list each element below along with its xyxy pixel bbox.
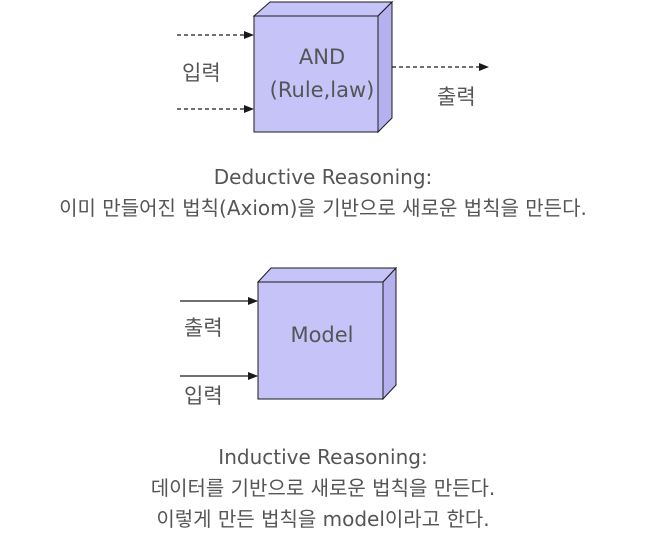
deductive-box-label-line2: (Rule,law) xyxy=(269,78,375,102)
inductive-caption-line1: 데이터를 기반으로 새로운 법칙을 만든다. xyxy=(150,476,496,500)
deductive-box-top-face xyxy=(252,1,394,17)
inductive-box-label: Model xyxy=(290,323,354,347)
inductive-caption-title: Inductive Reasoning: xyxy=(218,445,428,469)
deductive-caption-title: Deductive Reasoning: xyxy=(213,165,433,189)
deductive-box-front-face xyxy=(253,15,379,133)
inductive-input-label: 입력 xyxy=(184,384,223,408)
inductive-caption-line2: 이렇게 만든 법칙을 model이라고 한다. xyxy=(156,507,490,531)
inductive-box xyxy=(256,266,398,401)
inductive-box-front-face xyxy=(257,281,384,400)
deductive-box xyxy=(252,0,394,134)
deductive-output-label: 출력 xyxy=(437,85,476,109)
inductive-box-top-face xyxy=(256,267,398,283)
deductive-caption-text: 이미 만들어진 법칙(Axiom)을 기반으로 새로운 법칙을 만든다. xyxy=(59,196,587,220)
inductive-output-label: 출력 xyxy=(184,316,223,340)
deductive-box-label: AND (Rule,law) xyxy=(254,41,390,107)
deductive-input-label: 입력 xyxy=(182,61,221,85)
deductive-box-label-line1: AND xyxy=(298,45,346,69)
